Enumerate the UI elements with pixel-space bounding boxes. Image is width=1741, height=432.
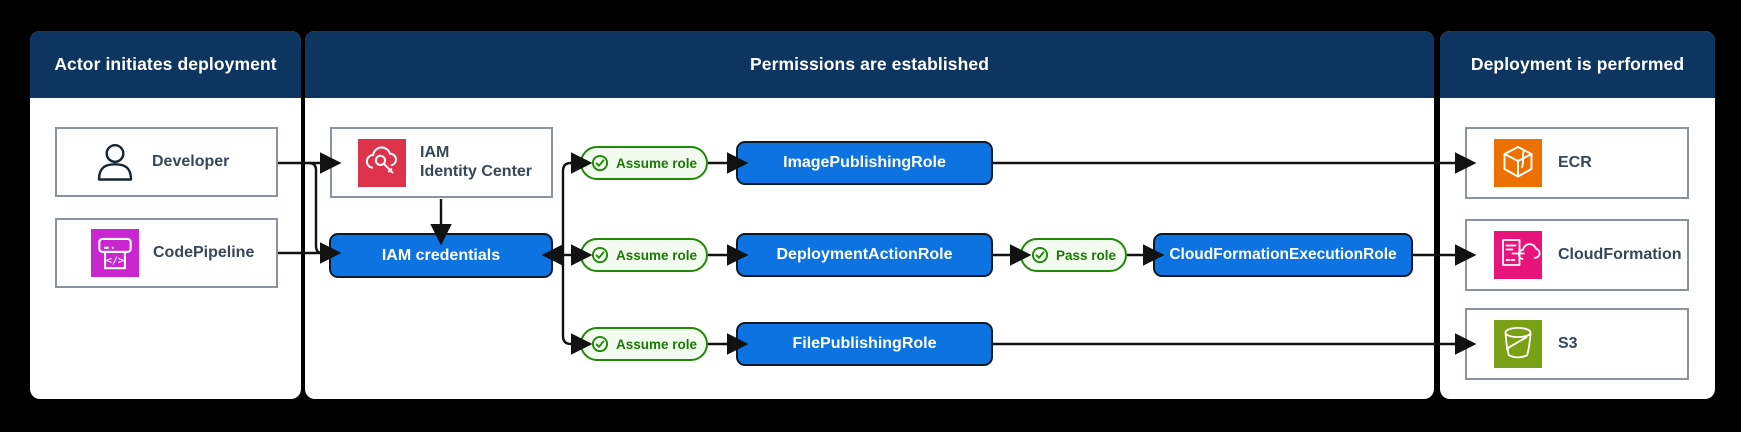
s3-label: S3 — [1558, 334, 1578, 352]
panel-actor: Actor initiates deployment Developer — [30, 31, 301, 399]
ecr-icon — [1494, 139, 1542, 187]
cloudformation-icon — [1494, 231, 1542, 279]
check-circle-icon — [591, 246, 609, 264]
iam-credentials-label: IAM credentials — [381, 246, 501, 264]
panel-permissions-title: Permissions are established — [749, 54, 990, 74]
panel-actor-title: Actor initiates deployment — [54, 54, 277, 74]
pass-role-badge: Pass role — [1020, 238, 1127, 272]
file-publishing-role-box: FilePublishingRole — [736, 322, 993, 366]
svg-text:</>: </> — [106, 255, 124, 266]
person-icon — [93, 140, 137, 184]
cloudformation-execution-role-box: CloudFormationExecutionRole — [1153, 233, 1413, 277]
check-circle-icon — [1031, 246, 1049, 264]
developer-label: Developer — [152, 152, 230, 170]
iam-credentials-box: IAM credentials — [329, 233, 553, 278]
iam-identity-center-box: IAM Identity Center — [330, 127, 553, 198]
ecr-label: ECR — [1558, 153, 1592, 171]
assume-role-badge-3: Assume role — [580, 327, 708, 361]
deployment-action-role-box: DeploymentActionRole — [736, 233, 993, 277]
assume-role-badge-2: Assume role — [580, 238, 708, 272]
codepipeline-icon: </> — [91, 229, 139, 277]
codepipeline-box: </> CodePipeline — [55, 218, 278, 288]
panel-deployment-header: Deployment is performed — [1440, 31, 1715, 98]
panel-permissions: Permissions are established IAM Identity… — [305, 31, 1434, 399]
ecr-box: ECR — [1465, 127, 1689, 199]
panel-permissions-header: Permissions are established — [305, 31, 1434, 98]
panel-actor-header: Actor initiates deployment — [30, 31, 301, 98]
assume-role-badge-1: Assume role — [580, 146, 708, 180]
s3-box: S3 — [1465, 308, 1689, 380]
cloudformation-label: CloudFormation — [1558, 245, 1682, 263]
image-publishing-role-box: ImagePublishingRole — [736, 141, 993, 185]
iam-identity-center-label: IAM Identity Center — [420, 143, 533, 180]
codepipeline-label: CodePipeline — [153, 243, 255, 261]
iam-identity-center-icon — [358, 138, 406, 187]
s3-icon — [1494, 320, 1542, 368]
developer-box: Developer — [55, 127, 278, 197]
check-circle-icon — [591, 335, 609, 353]
panel-deployment: Deployment is performed ECR — [1440, 31, 1715, 399]
check-circle-icon — [591, 154, 609, 172]
cloudformation-box: CloudFormation — [1465, 219, 1689, 291]
panel-deployment-title: Deployment is performed — [1470, 54, 1685, 74]
